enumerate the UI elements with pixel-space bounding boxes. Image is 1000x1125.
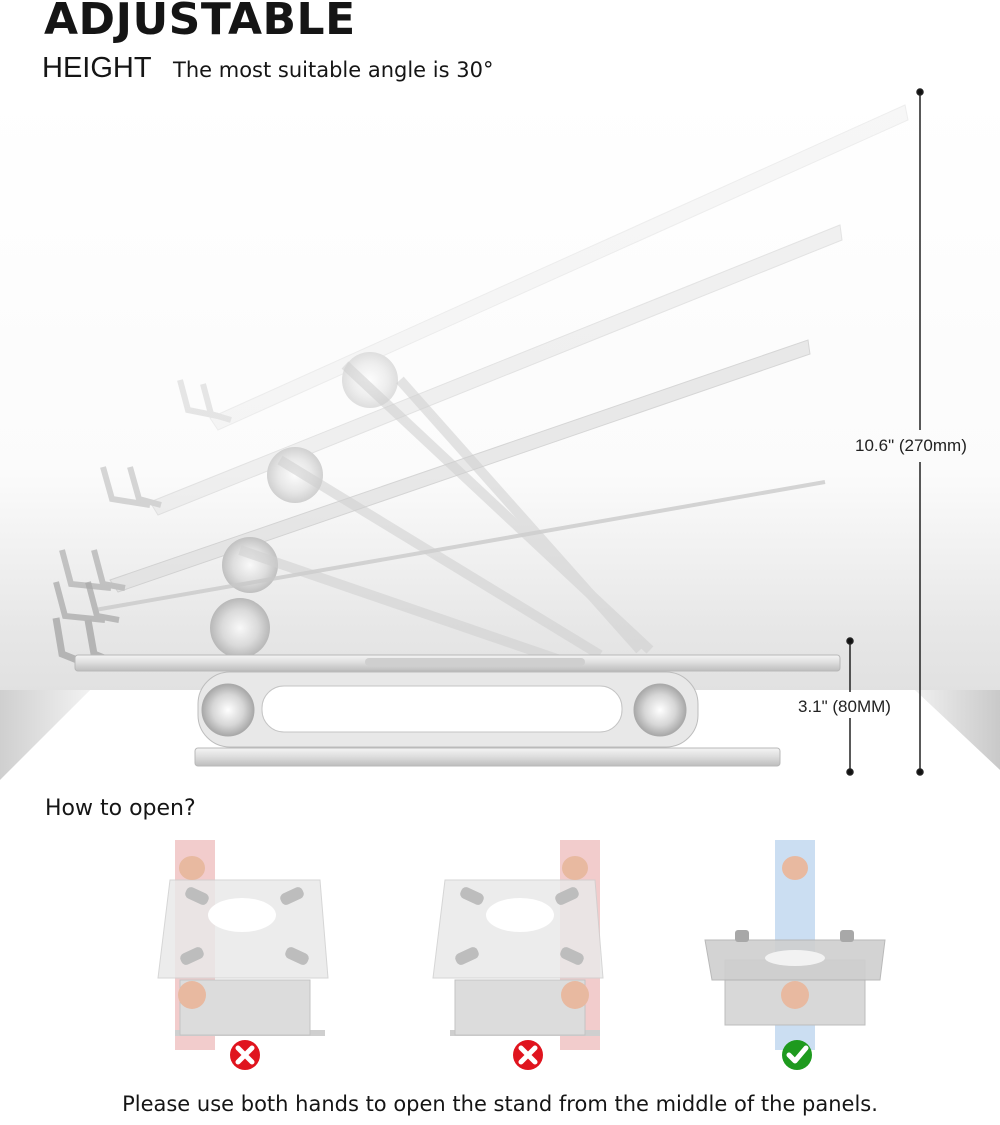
- laptop-stand-illustration: [52, 88, 924, 776]
- hand-top-icon: [562, 856, 588, 880]
- angle-note: The most suitable angle is 30°: [173, 58, 494, 82]
- hand-top-icon: [179, 856, 205, 880]
- page-subtitle: HEIGHT: [42, 52, 152, 84]
- hand-bottom-icon: [781, 981, 809, 1009]
- page-title: ADJUSTABLE: [44, 0, 356, 45]
- tray-position-1: [53, 480, 826, 658]
- cross-icon: [513, 1040, 543, 1070]
- hand-bottom-icon: [561, 981, 589, 1009]
- tray-position-4: [177, 104, 909, 431]
- cross-icon: [230, 1040, 260, 1070]
- instruction-step-1: [157, 840, 329, 1070]
- instruction-footer: Please use both hands to open the stand …: [122, 1092, 878, 1116]
- tray-folded: [52, 617, 841, 672]
- hand-bottom-icon: [178, 981, 206, 1009]
- instruction-step-2: [432, 840, 604, 1070]
- how-to-open-heading: How to open?: [45, 796, 196, 821]
- dimension-line-min: [846, 637, 854, 776]
- check-icon: [782, 1040, 812, 1070]
- base-frame: [194, 671, 781, 767]
- instruction-step-3: [704, 840, 886, 1070]
- min-height-label: 3.1" (80MM): [798, 697, 891, 716]
- support-arms: [238, 361, 654, 665]
- dimension-line-max: [916, 88, 924, 776]
- max-height-label: 10.6" (270mm): [855, 436, 967, 455]
- hand-top-icon: [782, 856, 808, 880]
